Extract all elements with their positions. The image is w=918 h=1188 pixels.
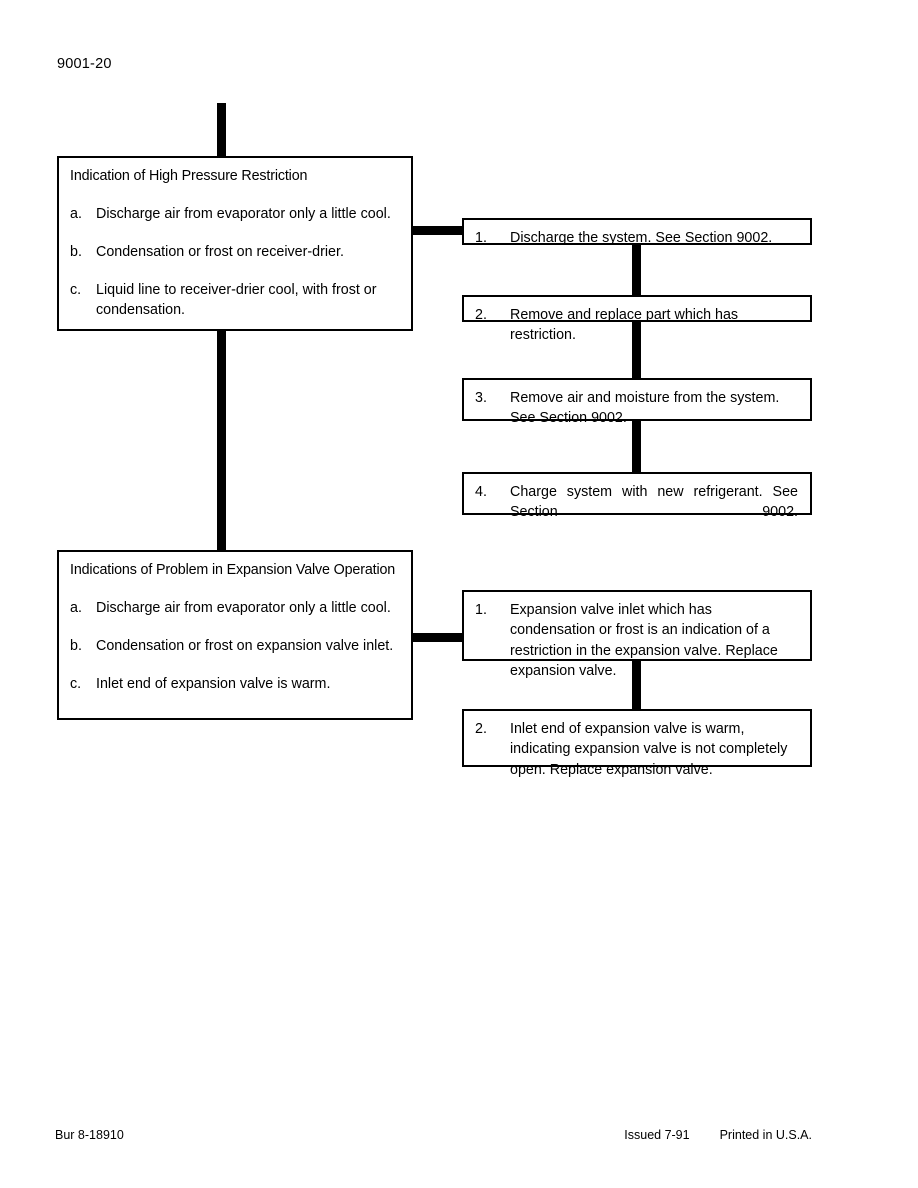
action-box-group1-step1: 1. Discharge the system. See Section 9002… bbox=[462, 218, 812, 248]
action-step-number: 2. bbox=[475, 721, 487, 737]
connector-group1-step1-step2 bbox=[632, 244, 641, 296]
footer-issued-date: Issued 7-91 bbox=[624, 1128, 690, 1142]
footer-bulletin-number: Bur 8-18910 bbox=[55, 1128, 124, 1142]
action-box-group1-step2: 2. Remove and replace part which has rest… bbox=[462, 295, 812, 343]
action-step-body: Inlet end of expansion valve is warm, in… bbox=[510, 721, 788, 778]
connector-group2-symptom-to-actions bbox=[410, 633, 464, 642]
symptom-list-item: c. Liquid line to receiver-drier cool, wi… bbox=[70, 280, 401, 321]
action-step-text: 2. Remove and replace part which has rest… bbox=[475, 305, 799, 346]
symptom-item-marker: a. bbox=[70, 205, 82, 222]
symptom-list-item: c. Inlet end of expansion valve is warm. bbox=[70, 674, 401, 694]
symptom-item-text: Discharge air from evaporator only a lit… bbox=[96, 599, 391, 616]
symptom-list: a. Discharge air from evaporator only a l… bbox=[70, 204, 401, 321]
connector-group1-symptom-to-actions bbox=[410, 226, 464, 235]
action-step-text: 3. Remove air and moisture from the syste… bbox=[475, 388, 799, 429]
connector-group2-step1-step2 bbox=[632, 661, 641, 710]
symptom-item-text: Condensation or frost on receiver-drier. bbox=[96, 243, 344, 260]
symptom-item-marker: b. bbox=[70, 637, 82, 654]
symptom-item-text: Condensation or frost on expansion valve… bbox=[96, 637, 394, 654]
symptom-box-title: Indications of Problem in Expansion Valv… bbox=[70, 562, 396, 578]
action-step-text: 2. Inlet end of expansion valve is warm, … bbox=[475, 719, 799, 780]
action-step-text: 4. Charge system with new refrigerant. Se… bbox=[475, 482, 799, 543]
symptom-list-item: a. Discharge air from evaporator only a l… bbox=[70, 598, 401, 618]
action-step-text: 1. Discharge the system. See Section 9002… bbox=[475, 228, 799, 248]
action-step-body: Expansion valve inlet which has condensa… bbox=[510, 602, 778, 680]
symptom-item-text: Inlet end of expansion valve is warm. bbox=[96, 676, 331, 693]
symptom-item-text: Discharge air from evaporator only a lit… bbox=[96, 205, 391, 222]
symptom-list-item: b. Condensation or frost on receiver-drie… bbox=[70, 242, 401, 262]
action-box-group2-step1: 1. Expansion valve inlet which has conden… bbox=[462, 590, 812, 679]
symptom-box-high-pressure-restriction: Indication of High Pressure Restriction … bbox=[57, 156, 413, 331]
footer-right: Issued 7-91 Printed in U.S.A. bbox=[624, 1128, 812, 1142]
symptom-list-item: b. Condensation or frost on expansion val… bbox=[70, 636, 401, 656]
symptom-item-text: Liquid line to receiver-drier cool, with… bbox=[96, 282, 377, 319]
page-number: 9001-20 bbox=[57, 56, 112, 72]
action-step-number: 1. bbox=[475, 230, 487, 246]
action-box-group1-step3: 3. Remove air and moisture from the syste… bbox=[462, 378, 812, 426]
action-box-group2-step2: 2. Inlet end of expansion valve is warm, … bbox=[462, 709, 812, 778]
action-step-number: 2. bbox=[475, 307, 487, 323]
symptom-item-marker: c. bbox=[70, 676, 82, 693]
symptom-item-marker: b. bbox=[70, 243, 82, 260]
connector-entry-vertical bbox=[217, 103, 226, 158]
connector-group1-step3-step4 bbox=[632, 420, 641, 473]
symptom-list-item: a. Discharge air from evaporator only a l… bbox=[70, 204, 401, 224]
action-step-body: Remove air and moisture from the system.… bbox=[510, 390, 780, 427]
connector-symptom1-to-symptom2 bbox=[217, 329, 226, 551]
symptom-item-marker: c. bbox=[70, 282, 82, 299]
action-step-body: Charge system with new refrigerant. See … bbox=[510, 484, 798, 521]
action-step-number: 4. bbox=[475, 484, 487, 500]
connector-group1-step2-step3 bbox=[632, 321, 641, 379]
symptom-item-marker: a. bbox=[70, 599, 82, 616]
action-step-number: 1. bbox=[475, 602, 487, 618]
footer-printed-in: Printed in U.S.A. bbox=[719, 1128, 812, 1142]
action-step-body: Discharge the system. See Section 9002. bbox=[510, 230, 773, 246]
action-step-body: Remove and replace part which has restri… bbox=[510, 307, 739, 344]
action-box-group1-step4: 4. Charge system with new refrigerant. Se… bbox=[462, 472, 812, 520]
symptom-box-title: Indication of High Pressure Restriction bbox=[70, 168, 308, 184]
symptom-box-expansion-valve-operation: Indications of Problem in Expansion Valv… bbox=[57, 550, 413, 720]
symptom-list: a. Discharge air from evaporator only a l… bbox=[70, 598, 401, 695]
action-step-number: 3. bbox=[475, 390, 487, 406]
action-step-text: 1. Expansion valve inlet which has conden… bbox=[475, 600, 799, 682]
